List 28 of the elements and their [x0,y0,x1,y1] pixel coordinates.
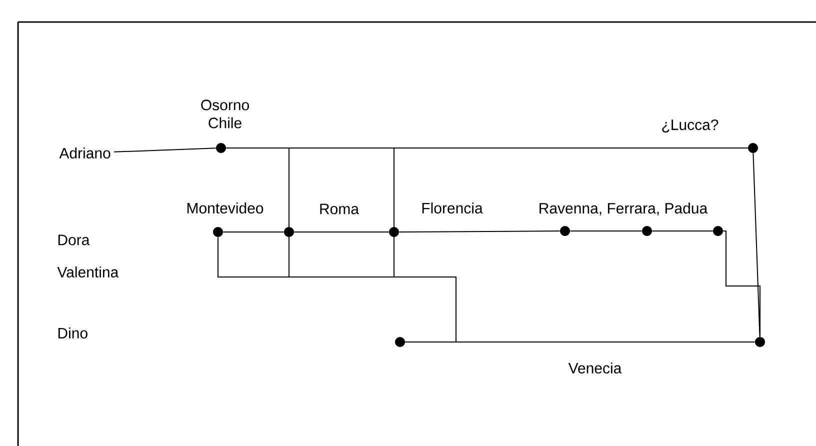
route-line [398,230,560,232]
place-label: Osorno Chile [201,100,249,128]
route-line [652,230,714,232]
dot [642,226,652,236]
person-label: Valentina [57,266,119,278]
person-label: Adriano [59,147,110,158]
dot [395,337,405,347]
place-label: Venecia [568,362,622,374]
place-label: Roma [320,204,359,214]
dot [216,143,226,153]
dot [284,227,294,237]
dot [213,227,223,237]
person-label: Dino [58,327,88,338]
place-label: Ravenna, Ferrara, Padua [540,202,708,216]
route-line [752,152,760,338]
place-label: Montevideo [187,202,264,214]
route-line [114,148,216,152]
route-line [722,230,760,338]
route-line [218,236,456,342]
person-label: Dora [58,234,90,246]
dot [560,226,570,236]
dot [755,337,765,347]
place-label: Florencia [422,202,483,214]
dot [389,227,399,237]
dot [748,143,758,153]
dot [713,226,723,236]
route-line [570,230,642,232]
place-label: ¿Lucca? [662,119,718,132]
